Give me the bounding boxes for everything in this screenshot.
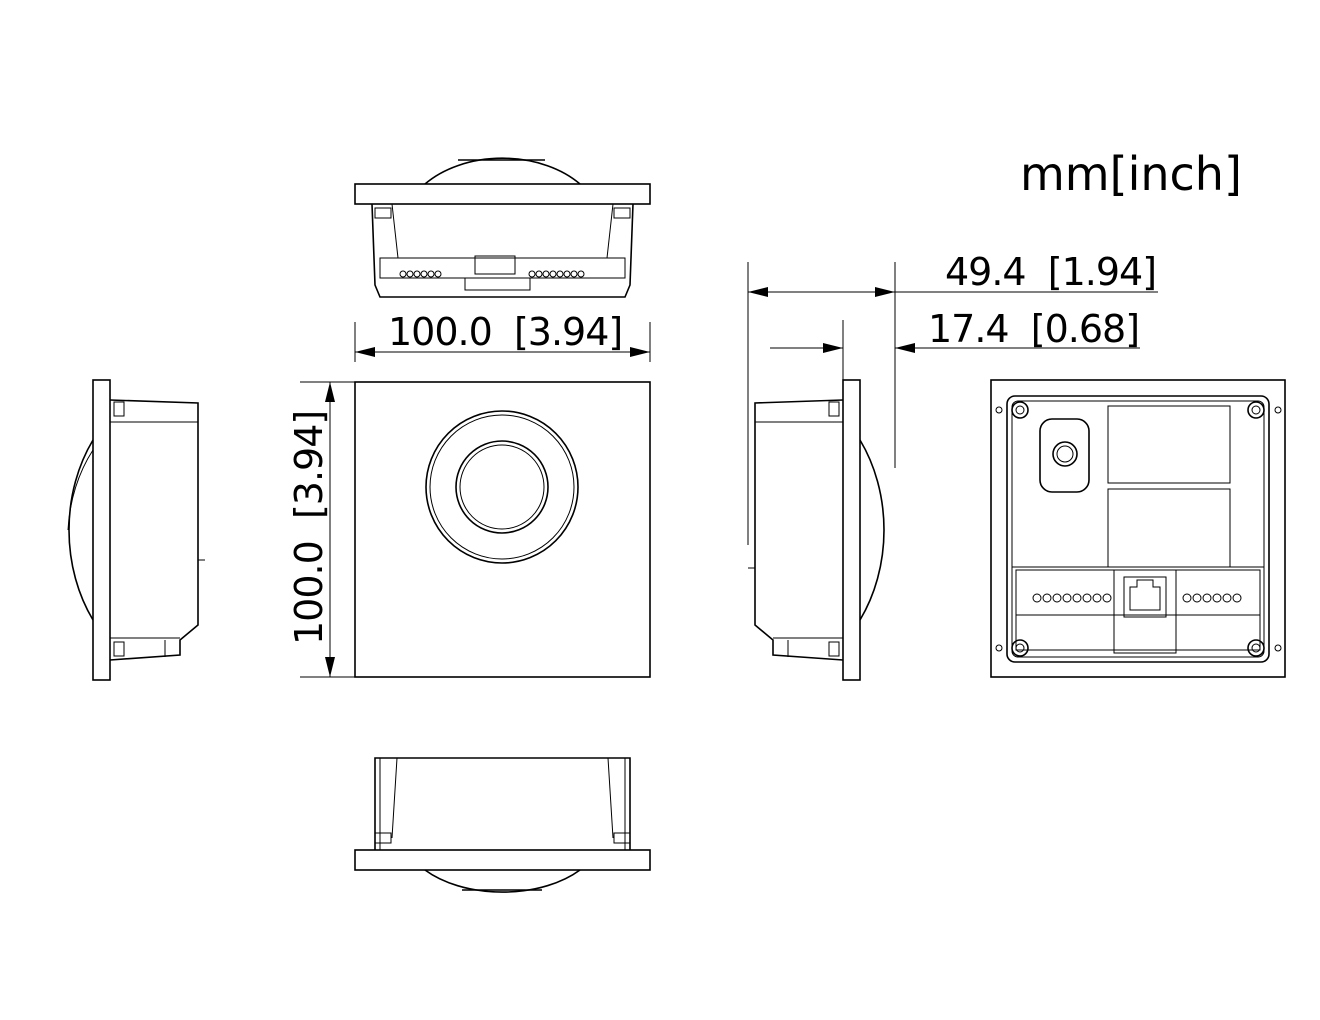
back-view xyxy=(990,379,1286,678)
screw-icon xyxy=(1011,401,1029,419)
terminal-block-left xyxy=(1032,593,1112,603)
front-view xyxy=(354,381,651,678)
screw-icon xyxy=(1247,401,1265,419)
ethernet-port-icon xyxy=(1129,579,1161,611)
screw-icon xyxy=(1247,639,1265,657)
terminal-row-left xyxy=(399,270,442,278)
width-dimension-label: 100.0 [3.94] xyxy=(388,310,622,354)
overall-depth-label: 49.4 [1.94] xyxy=(945,250,1156,294)
overall-depth-dimension: 49.4 [1.94] xyxy=(747,250,1158,545)
terminal-row-right xyxy=(528,270,585,278)
terminal-block-right xyxy=(1182,593,1242,603)
right-side-view xyxy=(748,379,885,681)
bottom-view xyxy=(354,757,651,893)
left-side-view xyxy=(67,379,205,681)
flange-depth-dimension: 17.4 [0.68] xyxy=(770,307,1140,380)
top-view xyxy=(354,157,651,298)
height-dimension-label: 100.0 [3.94] xyxy=(287,411,331,645)
flange-depth-label: 17.4 [0.68] xyxy=(928,307,1139,351)
width-dimension: 100.0 [3.94] xyxy=(354,310,651,362)
screw-icon xyxy=(1011,639,1029,657)
units-label: mm[inch] xyxy=(1020,147,1242,201)
height-dimension: 100.0 [3.94] xyxy=(287,381,355,678)
